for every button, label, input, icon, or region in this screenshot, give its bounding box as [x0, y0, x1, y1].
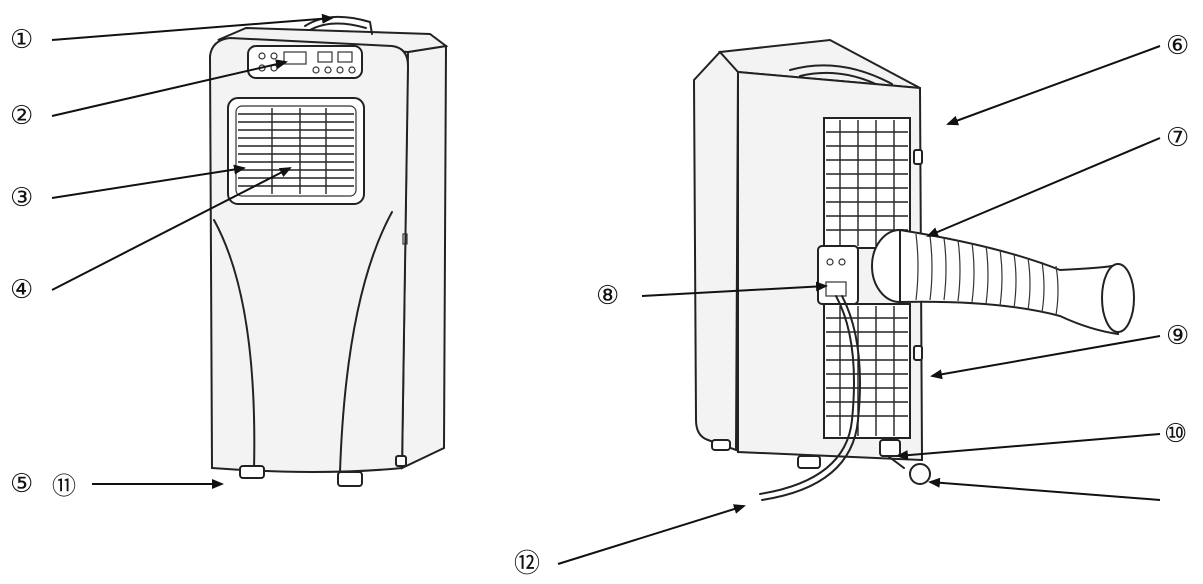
arrow-1 [51, 13, 334, 41]
front-curve-left [213, 219, 256, 471]
callout-9: ⑨ [1166, 321, 1189, 351]
exhaust-hose-ribs [915, 233, 1059, 316]
drain-outlet [879, 439, 901, 457]
drain-plug [909, 463, 931, 485]
arrow-drain-plug [928, 477, 1161, 501]
rear-upper-grille [823, 117, 911, 249]
callout-2: ② [10, 101, 33, 131]
arrow-8 [641, 281, 828, 297]
callout-11: ⑪ [52, 472, 76, 500]
callout-7: ⑦ [1166, 123, 1189, 153]
arrow-12 [557, 504, 746, 565]
front-grille-inner [235, 105, 357, 197]
callout-12: ⑫ [514, 549, 540, 579]
rear-lower-grille [823, 303, 911, 439]
arrow-3 [51, 164, 246, 199]
front-wheel-right [337, 471, 363, 487]
callout-5: ⑤ [10, 469, 33, 499]
power-socket-plate [817, 245, 859, 305]
front-wheel-left [239, 465, 265, 479]
callout-6: ⑥ [1166, 31, 1189, 61]
arrow-6 [946, 45, 1161, 126]
power-cord-edge [761, 295, 861, 501]
front-curve-right [339, 211, 393, 473]
callout-10: ⑩ [1164, 419, 1187, 449]
arrow-2 [51, 59, 288, 117]
exhaust-hose-end [1101, 263, 1135, 333]
side-latch [402, 233, 408, 245]
arrow-9 [930, 335, 1161, 380]
callout-8: ⑧ [596, 281, 619, 311]
drain-tube [887, 455, 905, 469]
arrow-7 [926, 137, 1161, 237]
front-grille-louvres [238, 108, 354, 194]
rear-unit [692, 38, 1135, 501]
power-cord [759, 295, 855, 495]
callout-1: ① [10, 25, 33, 55]
exhaust-hose [899, 228, 1120, 336]
front-unit [208, 15, 449, 487]
leader-arrows [51, 13, 1161, 565]
rear-top-handle [789, 64, 893, 85]
front-unit-side-panel [400, 44, 448, 470]
arrow-10 [896, 433, 1161, 461]
callout-3: ③ [10, 183, 33, 213]
top-handle [304, 15, 373, 35]
rear-unit-side-panel [692, 50, 740, 452]
rear-clip-upper [913, 149, 923, 165]
rear-wheel [395, 455, 407, 467]
arrow-4 [51, 167, 292, 291]
rear-unit-wheel-front [797, 455, 821, 469]
callout-labels: ① ② ③ ④ ⑤ ⑥ ⑦ ⑧ ⑨ ⑩ ⑪ ⑫ [10, 25, 1189, 579]
callout-4: ④ [10, 275, 33, 305]
rear-clip-lower [913, 345, 923, 361]
top-handle-inner [309, 22, 367, 31]
rear-unit-wheel-back [711, 439, 731, 451]
